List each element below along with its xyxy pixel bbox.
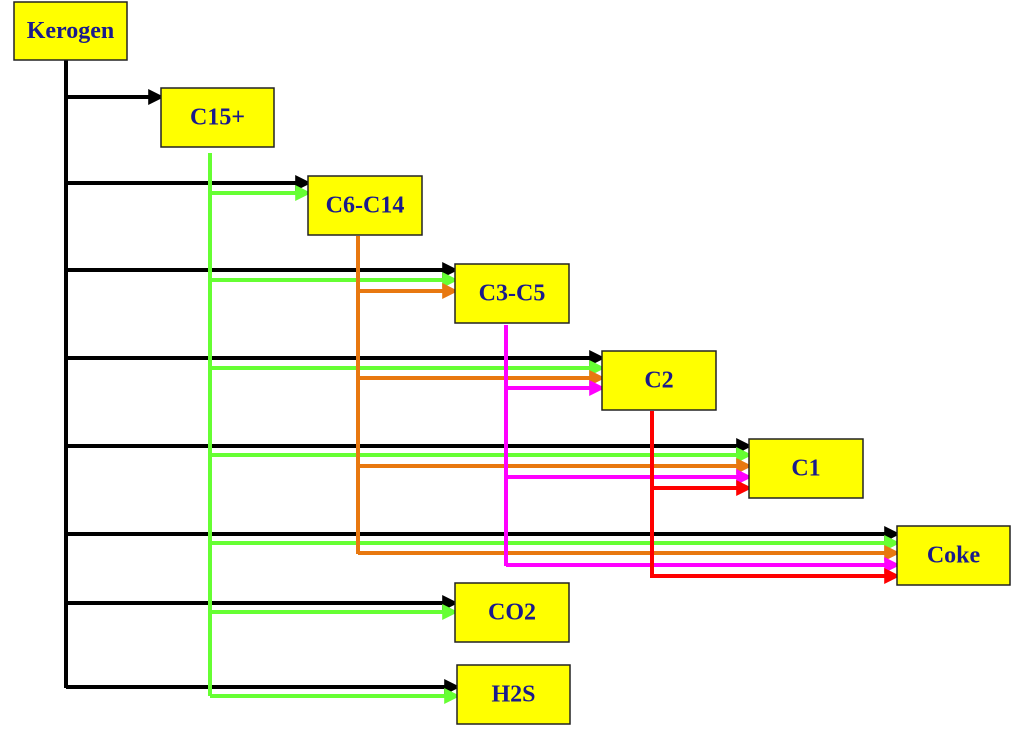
node-c2: C2 [601, 350, 717, 411]
node-h2s-label: H2S [491, 682, 535, 708]
node-h2s: H2S [456, 664, 571, 725]
node-c15: C15+ [160, 87, 275, 148]
node-c6c14-label: C6-C14 [326, 193, 405, 219]
node-co2-label: CO2 [488, 600, 536, 626]
node-co2: CO2 [454, 582, 570, 643]
node-coke: Coke [896, 525, 1011, 586]
node-c3c5: C3-C5 [454, 263, 570, 324]
flows-from-c6c14 [356, 236, 901, 561]
flows-from-c3c5 [504, 325, 901, 573]
node-c2-label: C2 [644, 368, 673, 394]
node-c3c5-label: C3-C5 [479, 281, 546, 307]
node-kerogen-label: Kerogen [27, 18, 115, 44]
node-kerogen: Kerogen [13, 1, 128, 61]
node-c1: C1 [748, 438, 864, 499]
node-coke-label: Coke [927, 543, 981, 569]
node-c6c14: C6-C14 [307, 175, 423, 236]
flows-from-kerogen [64, 60, 901, 695]
node-c1-label: C1 [791, 456, 820, 482]
node-c15-label: C15+ [190, 105, 245, 131]
flows-from-c2 [650, 411, 901, 584]
flows-from-c15 [208, 153, 901, 704]
